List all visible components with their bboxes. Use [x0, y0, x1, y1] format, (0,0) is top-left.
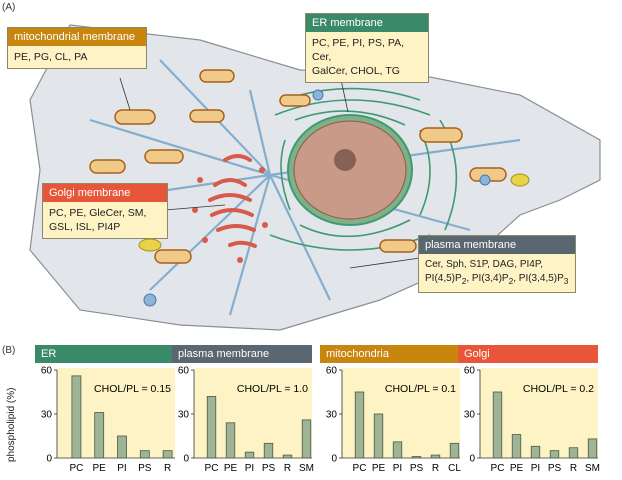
callout-mito-title: mitochondrial membrane — [8, 28, 146, 46]
callout-plasma-membrane: plasma membrane Cer, Sph, S1P, DAG, PI4P… — [418, 235, 576, 293]
callout-plasma-line-2: PI(4,5)P2, PI(3,4)P2, PI(3,4,5)P3 — [425, 273, 569, 286]
x-tick-label: PI — [393, 463, 402, 474]
bar-PE — [373, 413, 384, 459]
bar-PI — [244, 451, 255, 459]
bar-SM — [587, 438, 598, 459]
callout-er-title: ER membrane — [306, 14, 428, 32]
x-tick-label: PI — [531, 463, 540, 474]
chol-pl-annotation: CHOL/PL = 0.2 — [523, 383, 594, 395]
y-tick-label: 30 — [326, 410, 338, 421]
y-tick-label: 0 — [46, 454, 52, 465]
callout-plasma-title: plasma membrane — [419, 236, 575, 254]
golgi-stacks — [208, 154, 257, 248]
y-tick-label: 60 — [326, 366, 338, 377]
panel-b-label: (B) — [2, 345, 16, 356]
bar-PE — [94, 412, 105, 459]
bar-PS — [139, 450, 150, 459]
bar-PC — [71, 375, 82, 459]
x-tick-label: PS — [138, 463, 152, 474]
x-tick-label: PC — [205, 463, 219, 474]
nucleus — [293, 120, 407, 220]
lipid-droplets — [138, 173, 530, 252]
bar-R — [430, 454, 441, 459]
x-tick-label: SM — [299, 463, 314, 474]
nucleolus — [334, 149, 356, 171]
bar-SM — [301, 419, 312, 459]
bar-PI — [530, 445, 541, 459]
chart-title-3: Golgi — [458, 345, 598, 363]
callout-mito-text: PE, PG, CL, PA — [14, 51, 88, 63]
chol-pl-annotation: CHOL/PL = 0.15 — [94, 383, 171, 395]
bar-PI — [117, 435, 127, 459]
bar-PS — [263, 442, 274, 459]
bar-PI — [392, 441, 403, 459]
callout-golgi-line-1: PC, PE, GleCer, SM, — [49, 207, 147, 219]
y-tick-label: 0 — [183, 454, 189, 465]
bar-R — [162, 450, 173, 459]
x-tick-label: PE — [372, 463, 386, 474]
bar-R — [568, 447, 579, 459]
y-tick-label: 0 — [331, 454, 337, 465]
callout-er-membrane: ER membrane PC, PE, PI, PS, PA, Cer, Gal… — [305, 13, 429, 83]
y-tick-label: 0 — [469, 454, 475, 465]
x-tick-label: PC — [69, 463, 83, 474]
x-tick-label: SM — [585, 463, 600, 474]
x-tick-label: PC — [353, 463, 367, 474]
x-tick-label: PI — [245, 463, 254, 474]
callout-mitochondrial-membrane: mitochondrial membrane PE, PG, CL, PA — [7, 27, 147, 69]
x-tick-label: R — [432, 463, 439, 474]
bar-PE — [225, 422, 236, 459]
bar-PC — [206, 396, 217, 459]
callout-golgi-membrane: Golgi membrane PC, PE, GleCer, SM, GSL, … — [42, 183, 168, 239]
mitochondria — [89, 69, 507, 264]
y-tick-label: 30 — [178, 410, 190, 421]
callout-er-line-1: PC, PE, PI, PS, PA, Cer, — [312, 37, 405, 63]
x-tick-label: PS — [262, 463, 276, 474]
chart-title-1: plasma membrane — [172, 345, 312, 363]
callout-golgi-line-2: GSL, ISL, PI4P — [49, 221, 121, 233]
x-tick-label: PS — [548, 463, 562, 474]
chart-title-0: ER — [35, 345, 175, 363]
bar-PC — [492, 391, 503, 459]
bar-PS — [411, 456, 422, 459]
callout-golgi-title: Golgi membrane — [43, 184, 167, 202]
chart-title-2: mitochondria — [320, 345, 460, 363]
y-tick-label: 30 — [41, 410, 53, 421]
endosomes — [143, 89, 491, 307]
x-tick-label: PS — [410, 463, 424, 474]
golgi-vesicles — [192, 167, 268, 263]
y-tick-label: 60 — [41, 366, 53, 377]
y-tick-label: 30 — [464, 410, 476, 421]
panel-a-label: (A) — [2, 2, 16, 13]
x-tick-label: PI — [117, 463, 126, 474]
y-tick-label: 60 — [464, 366, 476, 377]
x-tick-label: PE — [93, 463, 107, 474]
x-tick-label: PE — [510, 463, 524, 474]
y-tick-label: 60 — [178, 366, 190, 377]
x-tick-label: R — [570, 463, 577, 474]
chol-pl-annotation: CHOL/PL = 0.1 — [385, 383, 456, 395]
x-tick-label: R — [284, 463, 291, 474]
bar-PC — [354, 391, 365, 459]
chol-pl-annotation: CHOL/PL = 1.0 — [237, 383, 308, 395]
bar-PE — [511, 434, 522, 459]
bar-CL — [449, 442, 460, 459]
bar-PS — [549, 450, 560, 459]
callout-er-line-2: GalCer, CHOL, TG — [312, 65, 400, 77]
y-axis-title: phospholipid (%) — [6, 387, 17, 463]
x-tick-label: CL — [448, 463, 461, 474]
callout-plasma-line-1: Cer, Sph, S1P, DAG, PI4P, — [425, 259, 544, 270]
x-tick-label: PE — [224, 463, 238, 474]
bar-R — [282, 454, 293, 459]
x-tick-label: PC — [491, 463, 505, 474]
x-tick-label: R — [164, 463, 171, 474]
